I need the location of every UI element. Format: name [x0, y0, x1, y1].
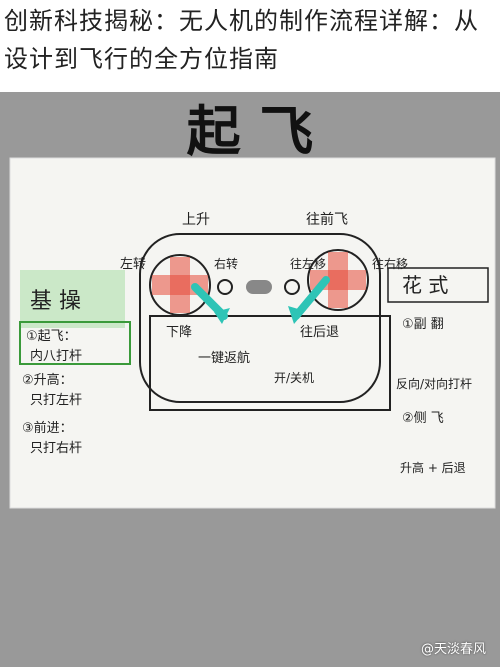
title-text: 起 飞 — [187, 100, 314, 163]
basic-title: 基 操 — [30, 289, 81, 314]
headline-line-2: 设计到飞行的全方位指南 — [4, 45, 279, 73]
center-button-middle — [246, 280, 272, 294]
label-one-key-return: 一键返航 — [198, 350, 250, 366]
controller-screen — [149, 315, 391, 411]
fancy-item2: ②侧 飞 — [402, 411, 444, 426]
controller-outline — [139, 233, 381, 403]
basic-item1-box — [19, 321, 131, 365]
label-start-stop: 开/关机 — [274, 371, 314, 385]
basic-item3-sub: 只打右杆 — [30, 441, 82, 456]
watermark: @天淡春风 — [420, 642, 486, 657]
right-stick-circle — [307, 249, 369, 311]
basic-item2: ②升高： — [22, 372, 73, 388]
headline-line-1: 创新科技揭秘：无人机的制作流程详解：从 — [4, 7, 479, 35]
label-left-move: 往左移 — [290, 256, 326, 271]
basic-item3: ③前进： — [22, 420, 73, 436]
fancy-item1-sub: 反向/对向打杆 — [396, 376, 472, 391]
center-button-left — [217, 279, 233, 295]
label-forward: 往前飞 — [306, 211, 348, 228]
basic-title-highlight — [20, 270, 125, 328]
label-right-turn: 右转 — [214, 256, 238, 271]
label-back: 往后退 — [300, 325, 339, 340]
basic-item1: ①起飞： — [26, 329, 77, 344]
label-up: 上升 — [182, 212, 210, 228]
label-down: 下降 — [166, 325, 192, 340]
left-stick-circle — [149, 254, 211, 316]
basic-item2-sub: 只打左杆 — [30, 393, 82, 408]
headline: 创新科技揭秘：无人机的制作流程详解：从 设计到飞行的全方位指南 — [0, 0, 500, 92]
fancy-title-box — [387, 267, 489, 303]
center-button-right — [284, 279, 300, 295]
label-left-turn: 左转 — [120, 257, 146, 272]
fancy-title: 花 式 — [402, 273, 448, 297]
fancy-item1: ①副 翻 — [402, 317, 444, 332]
basic-item1-sub: 内八打杆 — [30, 348, 82, 364]
handdrawn-diagram-photo: 起 飞 上升 往前飞 — [0, 92, 500, 667]
paper-sheet — [9, 157, 496, 509]
arrow-right — [288, 276, 330, 324]
fancy-item2-sub: 升高 + 后退 — [400, 460, 466, 475]
photo: 起 飞 上升 往前飞 — [0, 92, 500, 667]
arrow-left — [191, 283, 230, 324]
